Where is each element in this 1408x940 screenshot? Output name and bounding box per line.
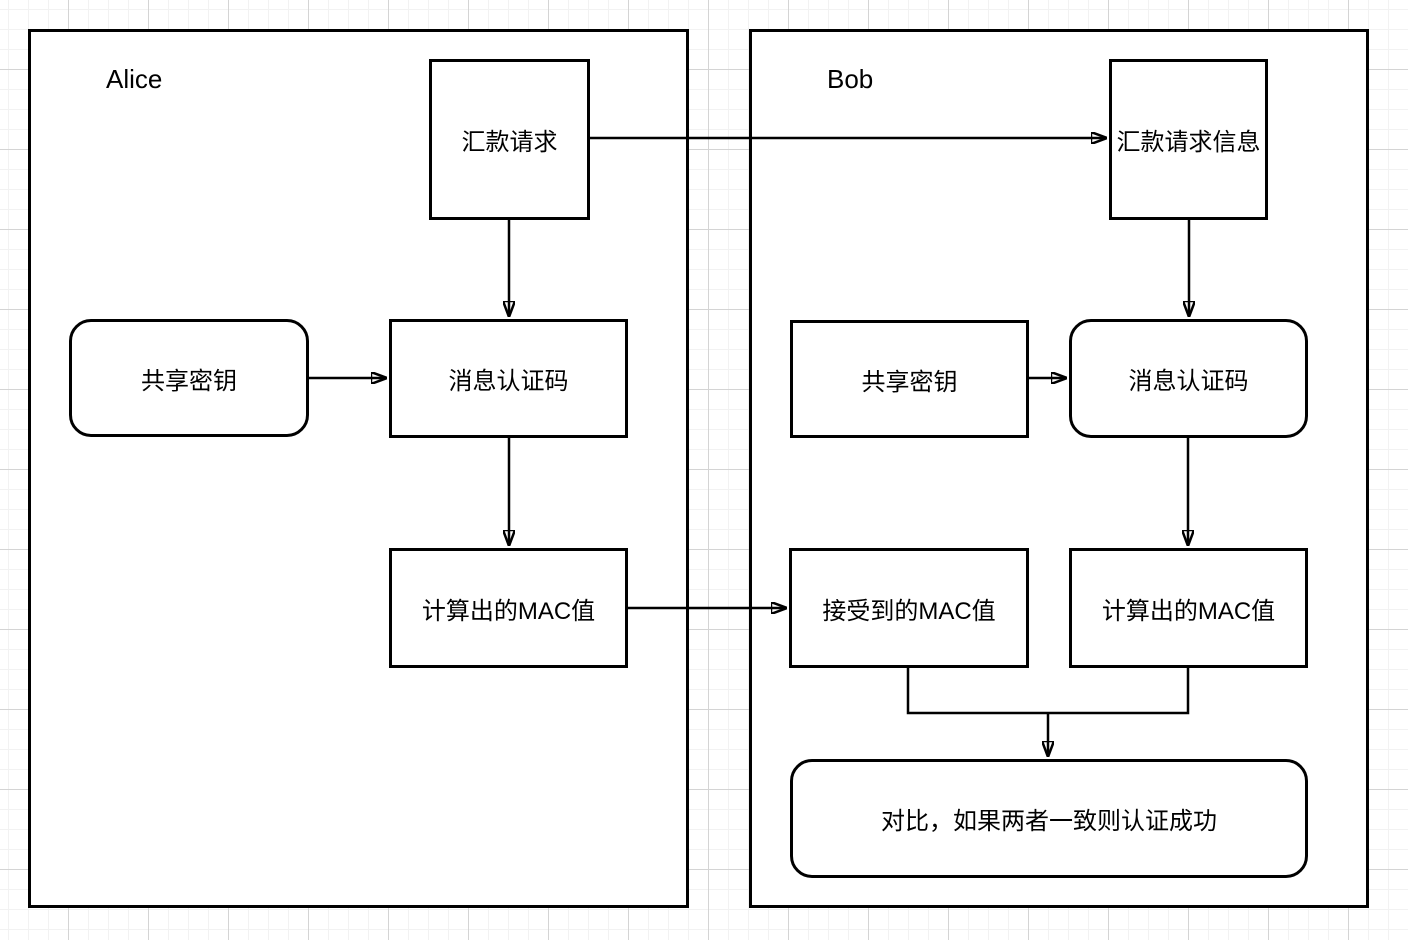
node-label: 共享密钥	[141, 367, 237, 395]
node-label: 对比，如果两者一致则认证成功	[881, 808, 1217, 835]
node-label: 消息认证码	[448, 368, 569, 395]
node-bob-comparison[interactable]: 对比，如果两者一致则认证成功	[790, 759, 1308, 878]
node-label: 消息认证码	[1128, 368, 1249, 395]
node-label: 汇款请求	[461, 129, 558, 156]
bob-lane-title: Bob	[827, 64, 874, 94]
node-alice-calculated-mac[interactable]: 计算出的MAC值	[389, 548, 628, 668]
node-alice-mac-code[interactable]: 消息认证码	[389, 319, 628, 438]
node-bob-calculated-mac[interactable]: 计算出的MAC值	[1069, 548, 1308, 668]
node-label: 计算出的MAC值	[1101, 597, 1276, 625]
node-alice-remittance-request[interactable]: 汇款请求	[429, 59, 590, 220]
node-label: 汇款请求信息	[1116, 129, 1261, 156]
node-alice-shared-key[interactable]: 共享密钥	[69, 319, 309, 437]
node-bob-remittance-request-info[interactable]: 汇款请求信息	[1109, 59, 1268, 220]
node-label: 计算出的MAC值	[421, 597, 596, 625]
node-bob-shared-key[interactable]: 共享密钥	[790, 320, 1029, 438]
node-bob-mac-code[interactable]: 消息认证码	[1069, 319, 1308, 438]
alice-lane-title: Alice	[106, 64, 163, 94]
node-label: 接受到的MAC值	[822, 597, 996, 625]
node-bob-received-mac[interactable]: 接受到的MAC值	[789, 548, 1029, 668]
node-label: 共享密钥	[861, 368, 958, 396]
